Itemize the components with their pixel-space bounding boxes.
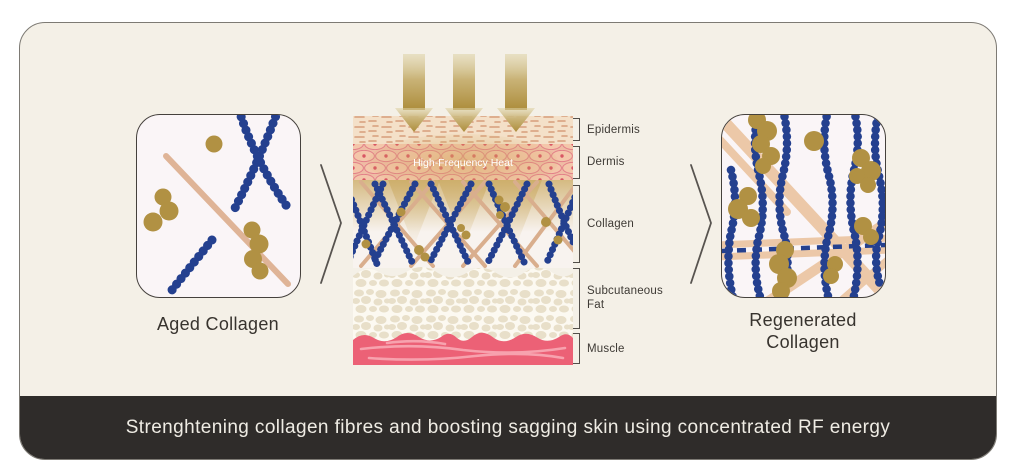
collagen-bead-strand-horizontal xyxy=(722,242,885,254)
collagen-fibre-line xyxy=(163,153,291,287)
rf-arrow-icon xyxy=(497,54,535,132)
collagen-bracket xyxy=(573,185,580,263)
cell-clusters xyxy=(728,115,881,297)
rf-arrow-icon xyxy=(445,54,483,132)
muscle-bracket xyxy=(573,333,580,364)
aged-collagen-illustration xyxy=(143,115,293,297)
skin-layer-diagram: High-Frequency Heat xyxy=(353,54,573,365)
rf-treatment-card: Aged Collagen xyxy=(19,22,997,460)
caption-banner: Strenghtening collagen fibres and boosti… xyxy=(20,396,996,459)
collagen-label: Collagen xyxy=(587,218,634,230)
dermis-layer xyxy=(353,134,573,190)
rf-arrow-icon xyxy=(395,54,433,132)
aged-collagen-label: Aged Collagen xyxy=(157,314,279,334)
heat-label: High-Frequency Heat xyxy=(413,157,513,169)
caption-text: Strenghtening collagen fibres and boosti… xyxy=(125,416,891,438)
epidermis-label: Epidermis xyxy=(587,124,640,136)
regenerated-collagen-panel xyxy=(721,114,886,298)
subcutaneous-fat-bracket xyxy=(573,268,580,329)
muscle-layer xyxy=(353,332,573,365)
muscle-label: Muscle xyxy=(587,343,625,355)
collagen-cell-dots xyxy=(361,195,563,262)
subcutaneous-fat-layer xyxy=(353,266,573,344)
collagen-bead-chains xyxy=(163,115,293,297)
epidermis-bracket xyxy=(573,118,580,141)
collagen-bead-chains xyxy=(353,180,573,268)
aged-collagen-panel xyxy=(136,114,301,298)
rf-energy-arrows xyxy=(395,54,535,132)
regenerated-collagen-label: Regenerated Collagen xyxy=(749,310,857,352)
transition-chevron-left xyxy=(320,164,342,284)
dermis-bracket xyxy=(573,146,580,179)
collagen-layer xyxy=(353,180,573,268)
subcutaneous-fat-label: Subcutaneous Fat xyxy=(587,285,663,311)
dermis-label: Dermis xyxy=(587,156,625,168)
regenerated-collagen-illustration xyxy=(722,115,885,297)
transition-chevron-right xyxy=(690,164,712,284)
cell-clusters xyxy=(143,135,269,280)
